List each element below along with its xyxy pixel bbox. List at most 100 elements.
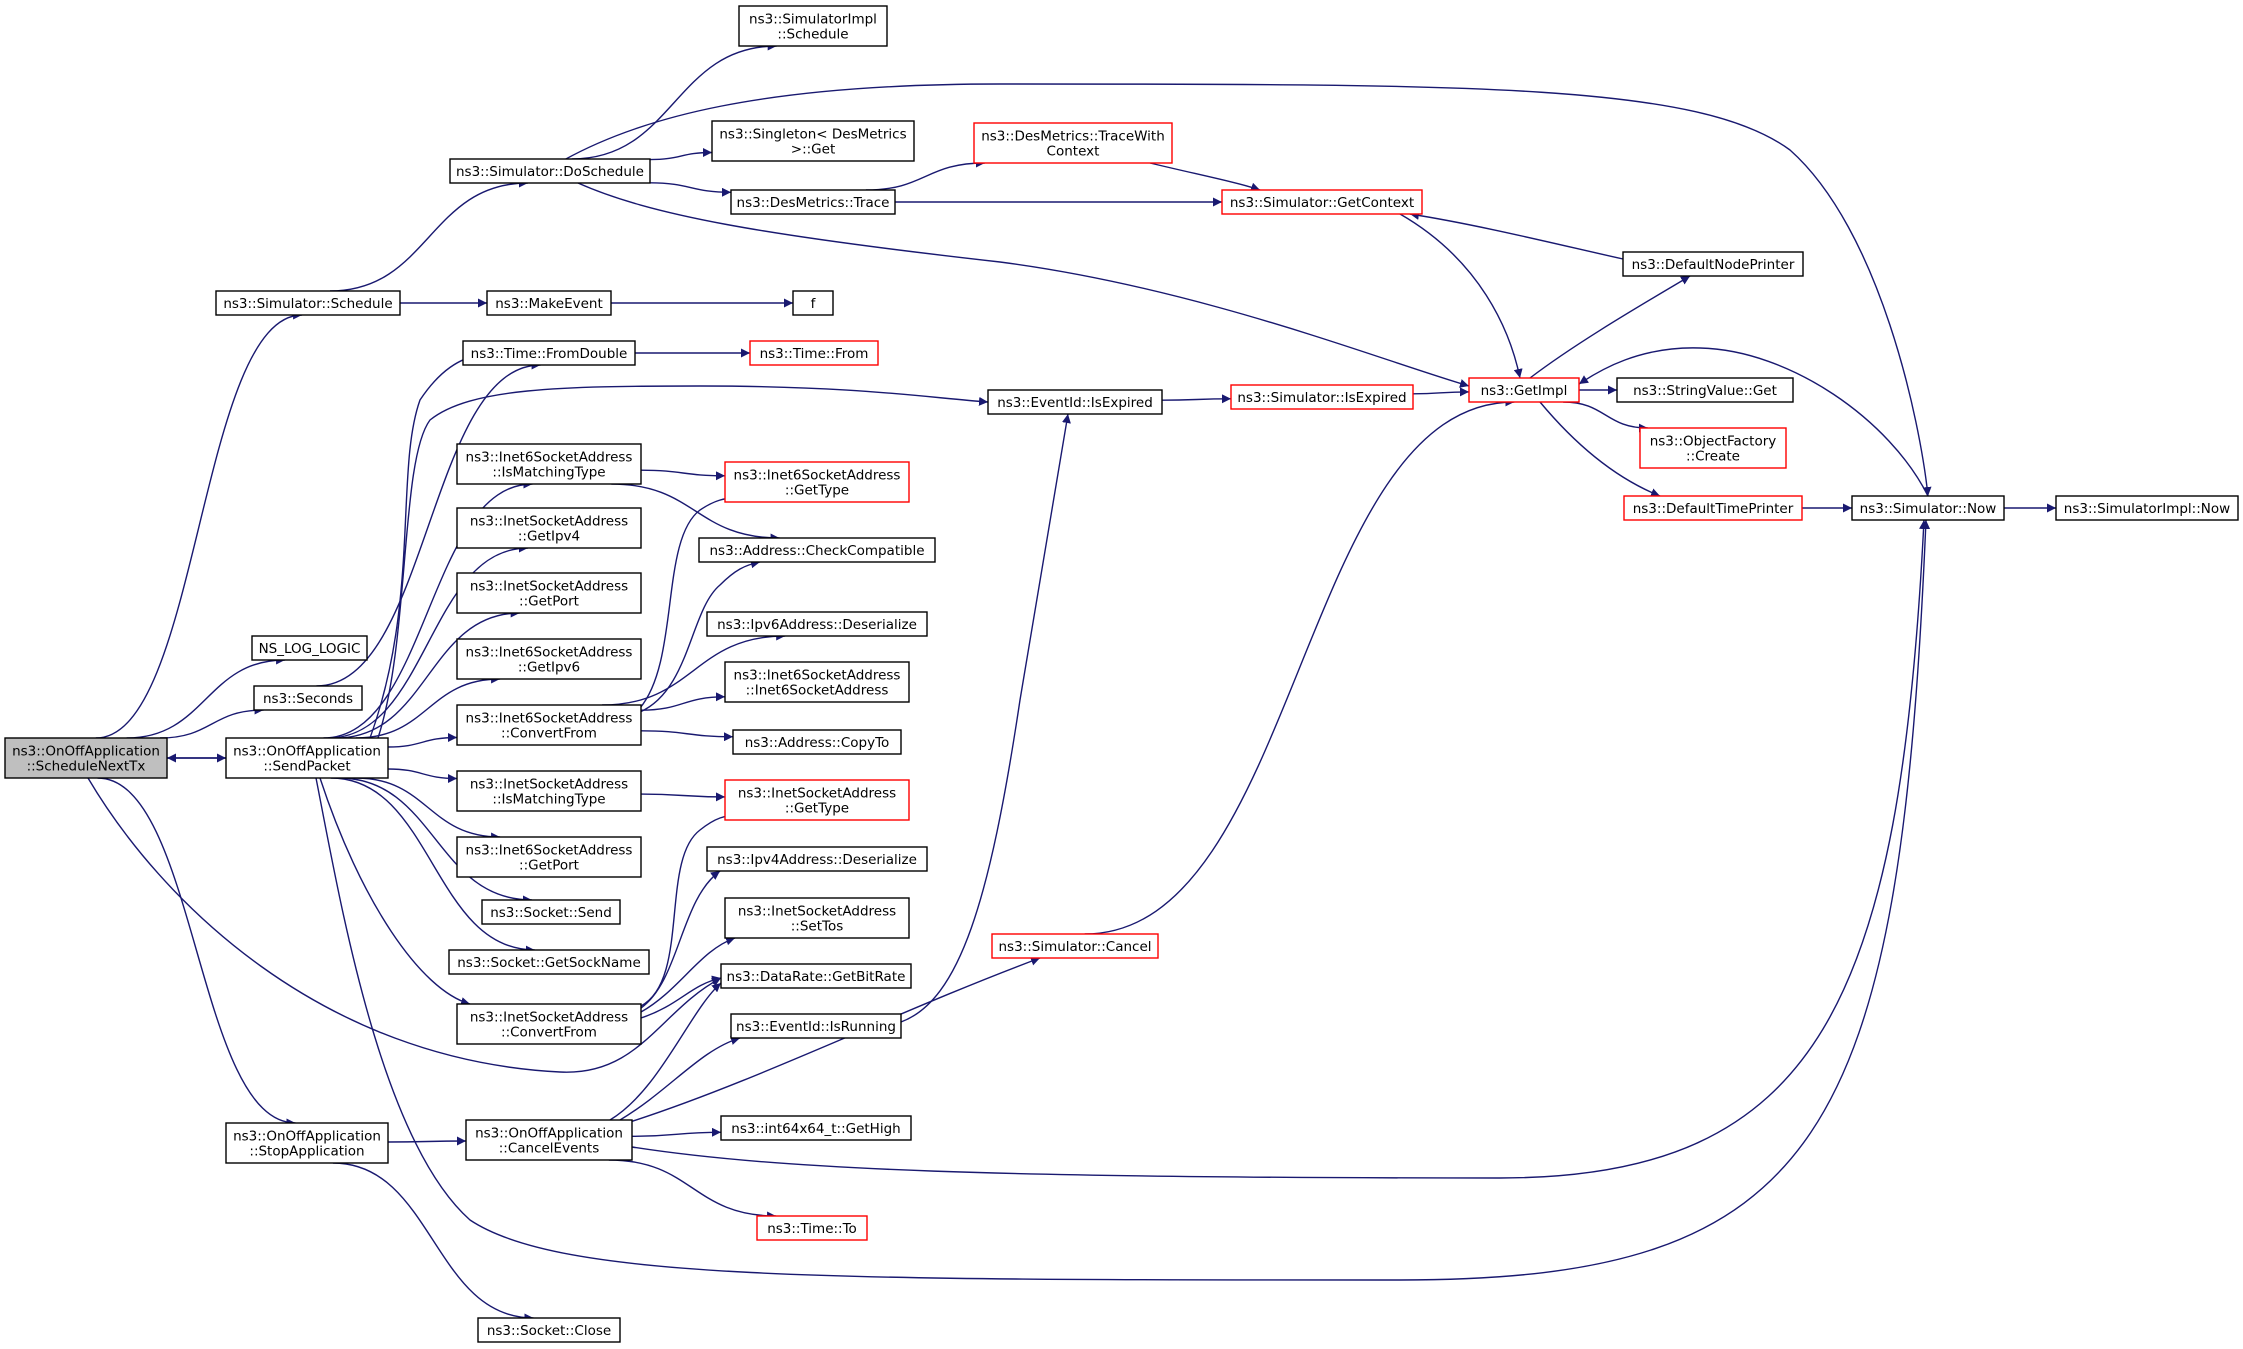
edge-line xyxy=(602,631,786,706)
node-makeEvent[interactable]: ns3::MakeEvent xyxy=(486,290,612,316)
node-i6IsMatching[interactable]: ns3::Inet6SocketAddress::IsMatchingType xyxy=(456,443,642,485)
node-getSockName[interactable]: ns3::Socket::GetSockName xyxy=(448,949,650,975)
node-getHigh[interactable]: ns3::int64x64_t::GetHigh xyxy=(720,1115,912,1141)
node-f[interactable]: f xyxy=(792,290,834,316)
edge-line xyxy=(619,1036,741,1121)
node-eventIsRunning[interactable]: ns3::EventId::IsRunning xyxy=(730,1013,902,1039)
edge-line xyxy=(95,310,303,739)
node-defaultNodePrinter[interactable]: ns3::DefaultNodePrinter xyxy=(1622,251,1804,277)
node-i6GetPort[interactable]: ns3::Inet6SocketAddress::GetPort xyxy=(456,836,642,878)
edge-line xyxy=(631,1127,722,1137)
node-label: ns3::DefaultTimePrinter xyxy=(1633,501,1794,517)
node-simNow[interactable]: ns3::Simulator::Now xyxy=(1851,495,2005,521)
node-label: ns3::Inet6SocketAddress xyxy=(466,843,633,859)
node-iGetIpv4[interactable]: ns3::InetSocketAddress::GetIpv4 xyxy=(456,507,642,549)
node-timeFrom[interactable]: ns3::Time::From xyxy=(749,340,879,366)
edge-sendPacket-to-timeFromDouble xyxy=(369,351,483,739)
node-i6GetIpv6[interactable]: ns3::Inet6SocketAddress::GetIpv6 xyxy=(456,638,642,680)
node-box xyxy=(449,158,651,184)
node-socketSend[interactable]: ns3::Socket::Send xyxy=(481,899,621,925)
node-box xyxy=(456,507,642,549)
node-label: ::SendPacket xyxy=(263,759,350,775)
edge-line xyxy=(315,519,1931,1281)
node-iConvertFrom[interactable]: ns3::InetSocketAddress::ConvertFrom xyxy=(456,1003,642,1045)
node-checkCompatible[interactable]: ns3::Address::CheckCompatible xyxy=(698,537,936,563)
node-nsLogLogic[interactable]: NS_LOG_LOGIC xyxy=(251,635,368,661)
node-box xyxy=(720,963,912,989)
edge-line xyxy=(355,777,501,842)
node-box xyxy=(730,189,896,215)
node-socketClose[interactable]: ns3::Socket::Close xyxy=(477,1317,621,1343)
node-simCancel[interactable]: ns3::Simulator::Cancel xyxy=(991,933,1159,959)
node-label: ns3::DataRate::GetBitRate xyxy=(727,969,906,985)
edge-sendPacket-to-i6GetPort xyxy=(355,777,501,842)
node-seconds[interactable]: ns3::Seconds xyxy=(253,685,363,711)
edge-line xyxy=(1578,347,1929,497)
edge-line xyxy=(387,733,458,748)
node-timeFromDouble[interactable]: ns3::Time::FromDouble xyxy=(462,340,636,366)
node-timeTo[interactable]: ns3::Time::To xyxy=(756,1215,868,1241)
edge-defaultNodePrinter-to-getContext xyxy=(1409,210,1624,260)
node-box xyxy=(456,770,642,812)
edge-cancelEvents-to-simCancel xyxy=(629,956,1041,1123)
node-desTrace[interactable]: ns3::DesMetrics::Trace xyxy=(730,189,896,215)
node-i6GetType[interactable]: ns3::Inet6SocketAddress::GetType xyxy=(724,461,910,503)
node-label: ::ConvertFrom xyxy=(501,726,597,742)
node-simImplNow[interactable]: ns3::SimulatorImpl::Now xyxy=(2055,495,2239,521)
edge-getImpl-to-objectFactoryCreate xyxy=(1563,401,1648,433)
node-box xyxy=(456,836,642,878)
edge-eventIsRunning-to-eventIsExpired xyxy=(900,413,1071,1023)
edge-stopApp-to-socketClose xyxy=(332,1162,534,1323)
node-eventIsExpired[interactable]: ns3::EventId::IsExpired xyxy=(987,389,1163,415)
node-simImplSchedule[interactable]: ns3::SimulatorImpl::Schedule xyxy=(738,5,888,47)
edge-line xyxy=(640,810,741,1007)
edge-sendPacket-to-getSockName xyxy=(330,777,535,955)
node-i6Ctor[interactable]: ns3::Inet6SocketAddress::Inet6SocketAddr… xyxy=(724,661,910,703)
node-getBitRate[interactable]: ns3::DataRate::GetBitRate xyxy=(720,963,912,989)
node-iGetPort[interactable]: ns3::InetSocketAddress::GetPort xyxy=(456,572,642,614)
node-label: ::GetType xyxy=(785,801,849,817)
edge-line xyxy=(640,469,726,481)
node-box xyxy=(711,120,915,162)
node-scheduleNextTx[interactable]: ns3::OnOffApplication::ScheduleNextTx xyxy=(4,737,168,779)
node-getContext[interactable]: ns3::Simulator::GetContext xyxy=(1221,189,1423,215)
edge-line xyxy=(640,792,726,802)
node-box xyxy=(1230,384,1414,410)
edge-iConvertFrom-to-iGetType xyxy=(640,810,741,1007)
node-label: >::Get xyxy=(791,142,835,158)
node-iSetTos[interactable]: ns3::InetSocketAddress::SetTos xyxy=(724,897,910,939)
node-stringValueGet[interactable]: ns3::StringValue::Get xyxy=(1616,377,1794,403)
node-iGetType[interactable]: ns3::InetSocketAddress::GetType xyxy=(724,779,910,821)
node-i6ConvertFrom[interactable]: ns3::Inet6SocketAddress::ConvertFrom xyxy=(456,704,642,746)
node-label: ns3::InetSocketAddress xyxy=(470,777,628,793)
node-label: ns3::Inet6SocketAddress xyxy=(734,468,901,484)
edge-line xyxy=(1412,387,1470,397)
edge-line xyxy=(1539,401,1661,497)
node-box xyxy=(456,443,642,485)
node-iIsMatching[interactable]: ns3::InetSocketAddress::IsMatchingType xyxy=(456,770,642,812)
node-copyTo[interactable]: ns3::Address::CopyTo xyxy=(732,729,902,755)
node-ipv6Deserialize[interactable]: ns3::Ipv6Address::Deserialize xyxy=(706,611,928,637)
edge-scheduleNextTx-to-stopApp xyxy=(97,777,296,1128)
node-cancelEvents[interactable]: ns3::OnOffApplication::CancelEvents xyxy=(465,1119,633,1161)
node-simIsExpired[interactable]: ns3::Simulator::IsExpired xyxy=(1230,384,1414,410)
node-ipv4Deserialize[interactable]: ns3::Ipv4Address::Deserialize xyxy=(706,846,928,872)
node-defaultTimePrinter[interactable]: ns3::DefaultTimePrinter xyxy=(1623,495,1803,521)
node-singletonGet[interactable]: ns3::Singleton< DesMetrics>::Get xyxy=(711,120,915,162)
edges-layer xyxy=(87,41,2056,1323)
node-label: ns3::DefaultNodePrinter xyxy=(1632,257,1795,273)
node-objectFactoryCreate[interactable]: ns3::ObjectFactory::Create xyxy=(1639,427,1787,469)
edge-getImpl-to-defaultNodePrinter xyxy=(1529,275,1691,379)
node-label: ns3::SimulatorImpl xyxy=(749,12,877,28)
node-getImpl[interactable]: ns3::GetImpl xyxy=(1468,377,1580,403)
node-sendPacket[interactable]: ns3::OnOffApplication::SendPacket xyxy=(225,737,389,779)
node-stopApp[interactable]: ns3::OnOffApplication::StopApplication xyxy=(225,1122,389,1164)
edge-iIsMatching-to-iGetType xyxy=(640,792,726,802)
edge-i6ConvertFrom-to-ipv6Deserialize xyxy=(602,631,786,706)
edge-line xyxy=(640,975,722,1019)
node-doSchedule[interactable]: ns3::Simulator::DoSchedule xyxy=(449,158,651,184)
edge-line xyxy=(865,158,985,191)
edge-simSchedule-to-doSchedule xyxy=(329,178,529,292)
node-simSchedule[interactable]: ns3::Simulator::Schedule xyxy=(215,290,401,316)
